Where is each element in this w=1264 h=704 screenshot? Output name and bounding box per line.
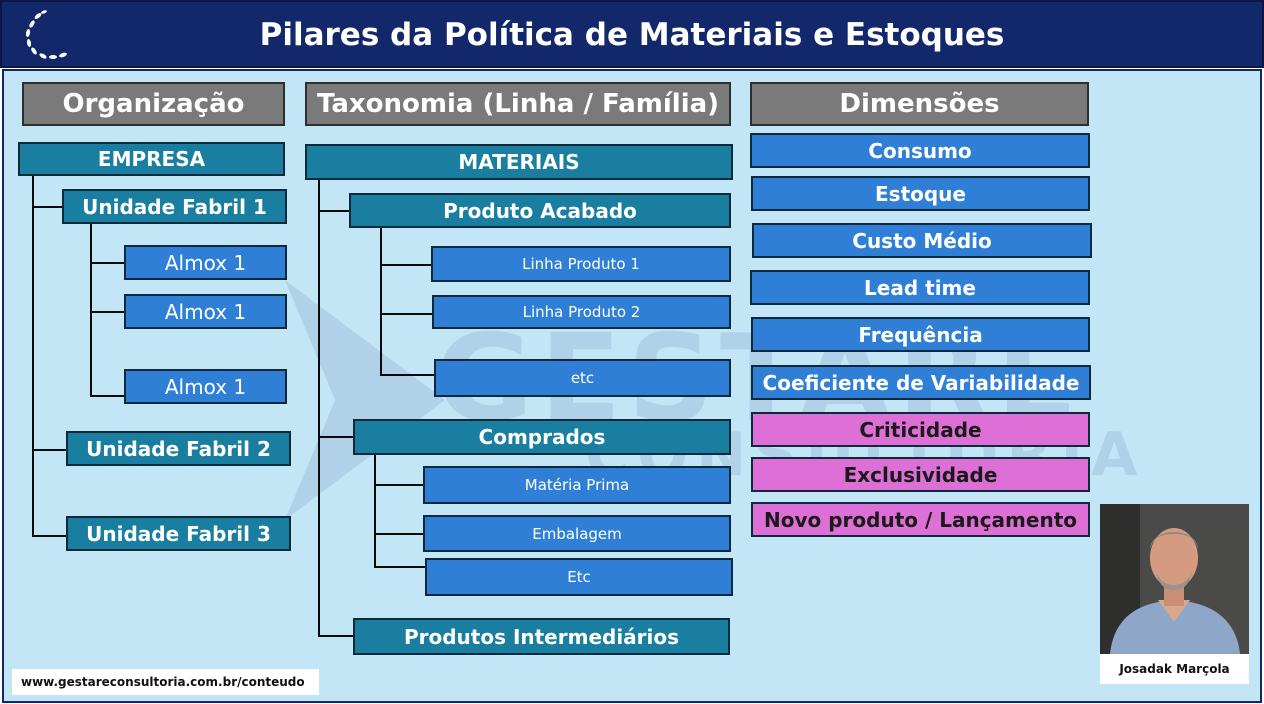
dimension-item: Estoque (751, 176, 1090, 211)
pa-item-3: etc (434, 359, 731, 397)
laurel-logo-icon (25, 10, 67, 59)
unit1-trunk-line (90, 224, 92, 396)
org-trunk-line (32, 175, 34, 537)
tax-root-materiais: MATERIAIS (305, 144, 733, 180)
author-name: Josadak Marçola (1100, 654, 1249, 684)
tax-branch-line (318, 436, 354, 438)
footer-url[interactable]: www.gestareconsultoria.com.br/conteudo (12, 669, 319, 695)
organizacao-header: Organização (22, 82, 285, 126)
org-branch-line (32, 206, 62, 208)
watermark-shape-icon (285, 280, 445, 520)
pa-branch-line (380, 313, 432, 315)
comp-item-3: Etc (425, 558, 733, 596)
org-unit-2: Unidade Fabril 2 (66, 431, 291, 466)
comp-trunk-line (374, 454, 376, 567)
org-unit-1: Unidade Fabril 1 (62, 189, 287, 224)
pa-item-2: Linha Produto 2 (432, 295, 731, 329)
unit1-branch-line (90, 395, 125, 397)
org-almox-1: Almox 1 (124, 245, 287, 280)
comp-branch-line (374, 533, 424, 535)
org-root-empresa: EMPRESA (18, 142, 285, 176)
tax-comprados: Comprados (353, 419, 731, 455)
pa-item-1: Linha Produto 1 (431, 246, 731, 282)
dimensoes-header: Dimensões (750, 82, 1089, 126)
tax-branch-line (318, 635, 354, 637)
org-branch-line (32, 449, 66, 451)
dimension-item: Lead time (750, 270, 1090, 305)
unit1-branch-line (90, 311, 125, 313)
dimension-item: Consumo (750, 133, 1090, 168)
pa-branch-line (380, 374, 434, 376)
dimension-item-highlight: Criticidade (751, 412, 1090, 447)
pa-trunk-line (380, 227, 382, 375)
org-branch-line (32, 535, 66, 537)
taxonomia-header: Taxonomia (Linha / Família) (305, 82, 731, 126)
dimension-item: Custo Médio (752, 223, 1092, 258)
org-almox-2: Almox 1 (124, 294, 287, 329)
author-photo (1100, 504, 1249, 654)
tax-produto-acabado: Produto Acabado (349, 193, 731, 228)
comp-item-2: Embalagem (423, 515, 731, 552)
dimension-item: Frequência (751, 317, 1090, 352)
org-almox-3: Almox 1 (124, 369, 287, 404)
tax-branch-line (318, 210, 350, 212)
org-unit-3: Unidade Fabril 3 (66, 516, 291, 551)
tax-trunk-line (318, 179, 320, 637)
tax-intermediarios: Produtos Intermediários (353, 618, 730, 655)
header-bar (0, 0, 1264, 68)
page-title: Pilares da Política de Materiais e Estoq… (259, 17, 1005, 53)
comp-item-1: Matéria Prima (423, 466, 731, 504)
person-avatar-icon (1100, 504, 1249, 654)
dimension-item-highlight: Exclusividade (751, 457, 1090, 492)
comp-branch-line (374, 484, 424, 486)
dimension-item-highlight: Novo produto / Lançamento (751, 502, 1090, 537)
unit1-branch-line (90, 262, 125, 264)
pa-branch-line (380, 264, 431, 266)
comp-branch-line (374, 566, 425, 568)
dimension-item: Coeficiente de Variabilidade (751, 365, 1091, 400)
